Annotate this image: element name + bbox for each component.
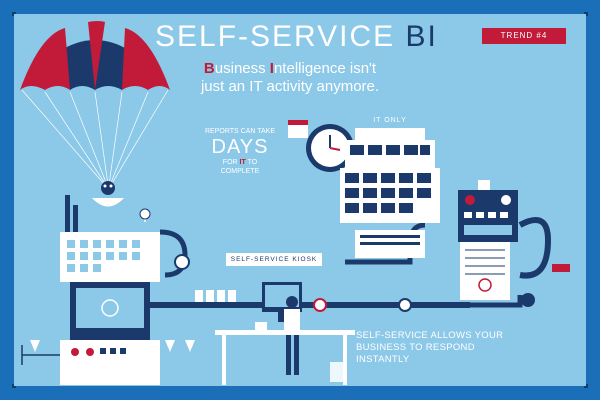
subtitle-b-initial: B bbox=[203, 60, 215, 77]
frame-corner bbox=[584, 12, 588, 16]
subtitle-i-initial: I bbox=[269, 60, 274, 77]
page-title: SELF-SERVICE BI bbox=[155, 20, 438, 54]
subtitle-b-rest: usiness bbox=[214, 60, 270, 77]
reports-for: FOR bbox=[222, 159, 240, 166]
frame-corner bbox=[12, 384, 16, 388]
reports-to: TO bbox=[245, 159, 258, 166]
reports-callout: REPORTS CAN TAKE DAYS FOR IT TO COMPLETE bbox=[185, 127, 295, 176]
factory-machine-icon bbox=[21, 195, 195, 385]
robot-machine-icon bbox=[458, 180, 570, 307]
title-main: SELF-SERVICE bbox=[155, 20, 406, 53]
frame-corner bbox=[584, 384, 588, 388]
allows-line2: BUSINESS TO RESPOND INSTANTLY bbox=[356, 342, 475, 365]
subtitle-line2: just an IT activity anymore. bbox=[200, 78, 380, 95]
reports-for-it: FOR IT TO bbox=[185, 158, 295, 167]
subtitle-i-rest: ntelligence isn't bbox=[273, 60, 377, 77]
reports-complete: COMPLETE bbox=[220, 168, 260, 175]
it-only-label: IT ONLY bbox=[373, 117, 407, 124]
allows-line1: SELF-SERVICE ALLOWS YOUR bbox=[356, 330, 504, 341]
server-tower-icon bbox=[340, 128, 440, 258]
clock-icon bbox=[306, 124, 354, 172]
allows-caption: SELF-SERVICE ALLOWS YOUR BUSINESS TO RES… bbox=[356, 330, 526, 366]
trend-badge: TREND #4 bbox=[482, 28, 566, 44]
calendar-icon bbox=[288, 120, 308, 138]
reports-line1: REPORTS CAN TAKE bbox=[204, 128, 276, 135]
title-accent: BI bbox=[405, 20, 438, 53]
reports-days: DAYS bbox=[211, 136, 269, 158]
illustration-layer bbox=[20, 21, 570, 385]
parachute-icon bbox=[20, 21, 170, 207]
kiosk-label: SELF-SERVICE KIOSK bbox=[226, 253, 322, 266]
reports-it: IT bbox=[239, 159, 246, 166]
trash-bin-icon bbox=[330, 362, 346, 382]
person-at-computer-icon bbox=[215, 282, 355, 385]
infographic-panel bbox=[14, 14, 586, 386]
subtitle: Business Intelligence isn't just an IT a… bbox=[185, 60, 395, 96]
gauge-icon bbox=[139, 208, 151, 222]
